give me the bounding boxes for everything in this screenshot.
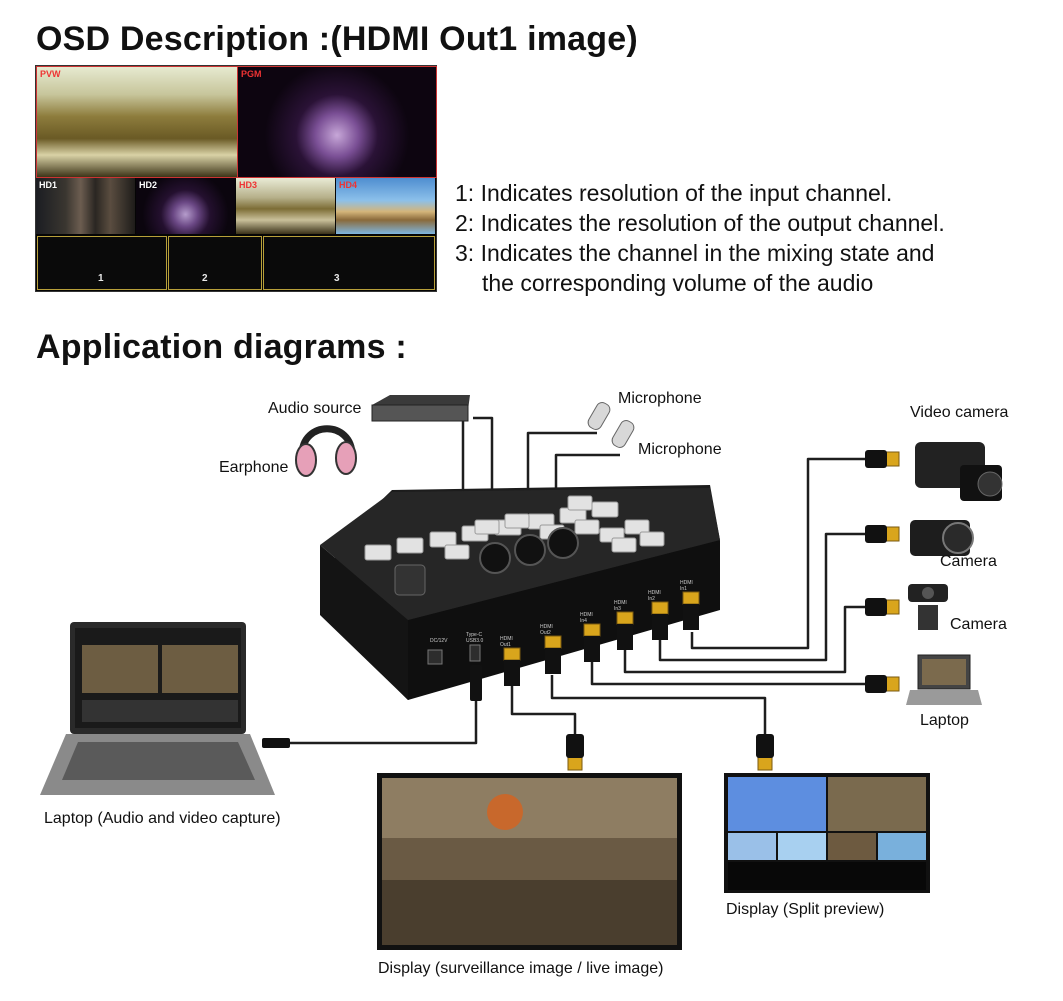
port-label-in2: HDMI In2 xyxy=(648,590,661,602)
earphone-device xyxy=(296,429,356,476)
port-label-in1: HDMI In1 xyxy=(680,580,693,592)
camera-label-2: Camera xyxy=(950,616,1007,634)
port-label-typec: Type-C USB3.0 xyxy=(466,632,483,644)
microphone-label-2: Microphone xyxy=(638,441,722,459)
usb-cable xyxy=(290,700,476,743)
display-split-label: Display (Split preview) xyxy=(726,901,884,919)
video-camera-device xyxy=(915,442,1002,501)
display-main-label: Display (surveillance image / live image… xyxy=(378,960,663,978)
camera-2-device xyxy=(908,584,948,630)
port-label-out1: HDMI Out1 xyxy=(500,636,513,648)
hdmi-out1-cable xyxy=(512,685,575,736)
laptop-right-device xyxy=(906,655,982,705)
display-split-device xyxy=(724,773,930,893)
audio-source-device xyxy=(372,395,470,421)
port-label-in4: HDMI In4 xyxy=(580,612,593,624)
port-label-dc: DC/12V xyxy=(430,638,448,644)
port-label-in3: HDMI In3 xyxy=(614,600,627,612)
port-label-out2: HDMI Out2 xyxy=(540,624,553,636)
video-camera-label: Video camera xyxy=(910,404,1008,422)
display-main-device xyxy=(377,773,682,950)
laptop-left-device xyxy=(40,622,275,795)
earphone-label: Earphone xyxy=(219,459,288,477)
audio-source-label: Audio source xyxy=(268,400,361,418)
camera-1-device xyxy=(910,520,973,556)
camera-label-1: Camera xyxy=(940,553,997,571)
laptop-left-label: Laptop (Audio and video capture) xyxy=(44,810,281,828)
microphone-cable-2 xyxy=(556,455,620,490)
laptop-right-label: Laptop xyxy=(920,712,969,730)
microphone-label-1: Microphone xyxy=(618,390,702,408)
